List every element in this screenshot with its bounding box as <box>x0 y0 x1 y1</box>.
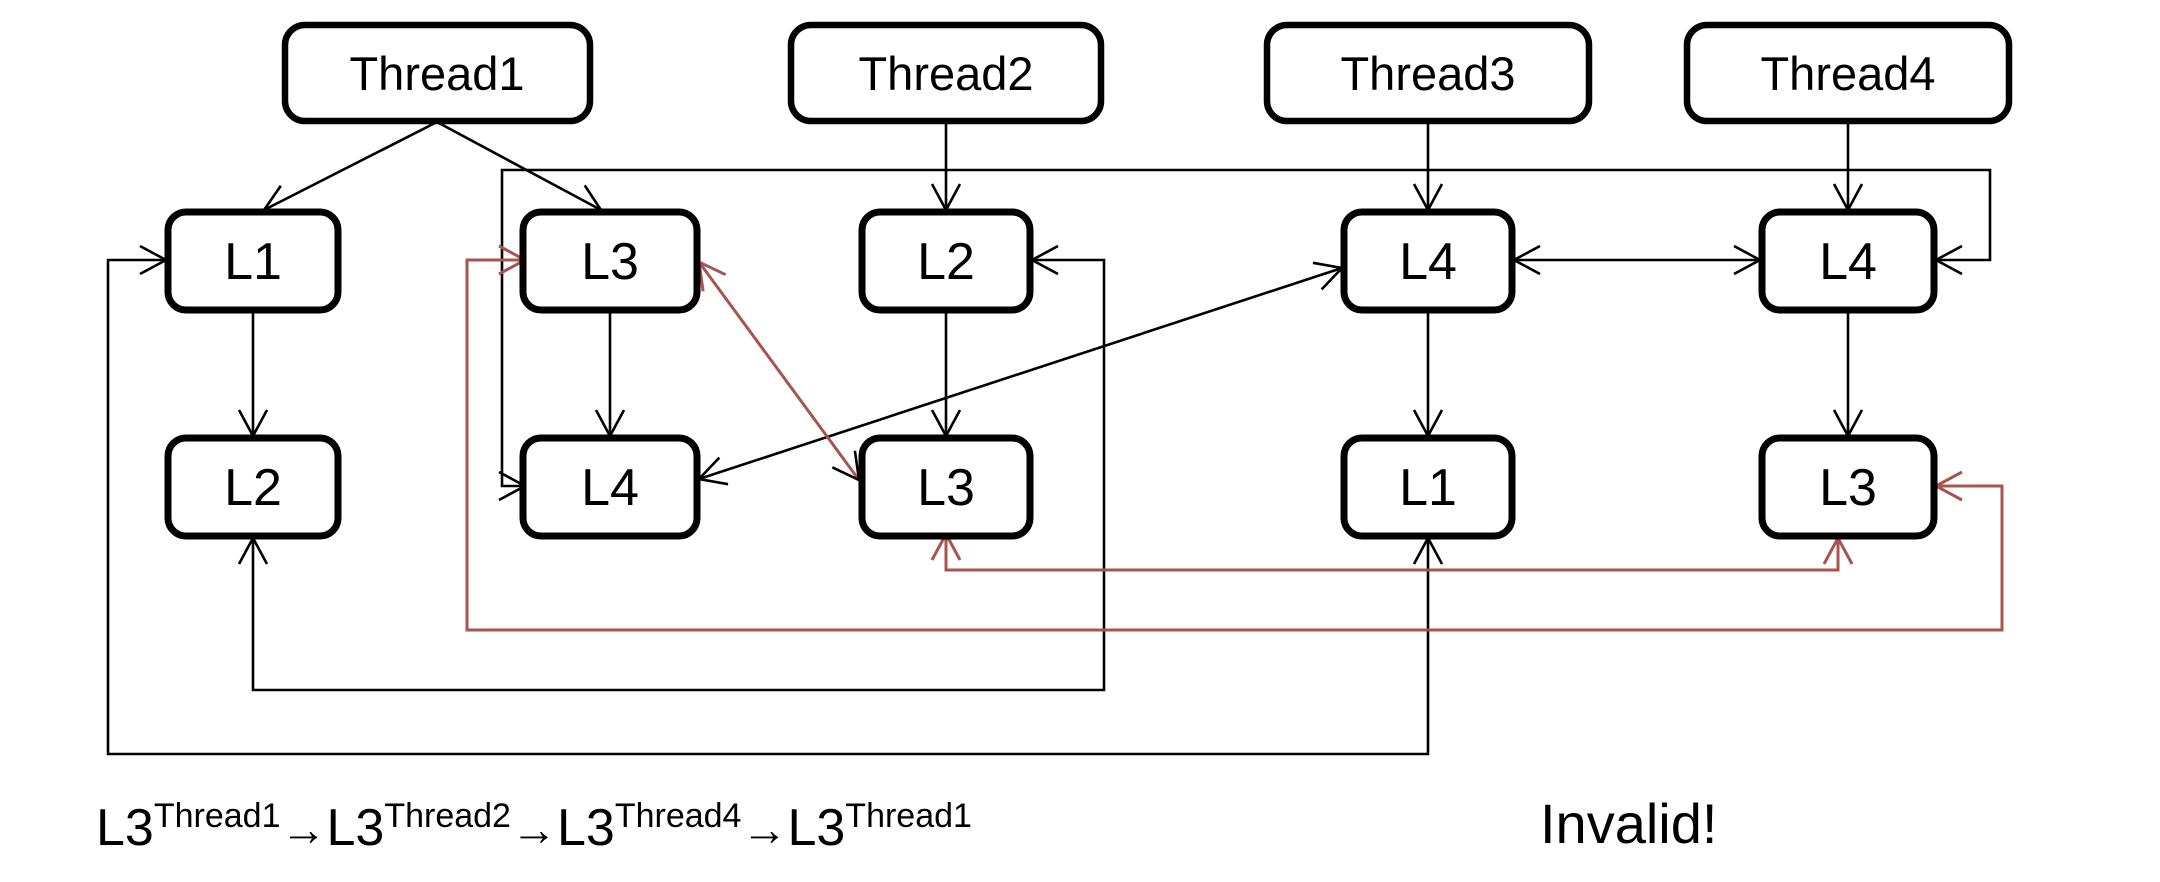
node-thread4: Thread4 <box>1683 21 2013 125</box>
node-l2-thread2: L2 <box>858 208 1034 314</box>
node-thread1: Thread1 <box>281 21 594 125</box>
node-l1-thread3: L1 <box>1340 434 1516 540</box>
cycle-edge-l3thread4-l3thread1 <box>465 244 2004 632</box>
cycle-edge-l3thread2-l3thread4 <box>930 530 1854 572</box>
node-l1-thread1: L1 <box>164 208 342 314</box>
edge-thread1-to-l3 <box>436 120 604 212</box>
svg-text:L4: L4 <box>581 459 639 517</box>
svg-text:Thread2: Thread2 <box>858 47 1033 100</box>
cycle-caption: L3Thread1→L3Thread2→L3Thread4→L3Thread1 <box>96 797 972 857</box>
node-l4-thread1: L4 <box>519 434 701 540</box>
svg-text:L2: L2 <box>224 459 282 517</box>
verdict-label: Invalid! <box>1540 792 1717 855</box>
node-thread2: Thread2 <box>787 21 1105 125</box>
svg-text:L4: L4 <box>1819 233 1877 291</box>
svg-text:Thread1: Thread1 <box>349 47 524 100</box>
node-l3-thread2: L3 <box>858 434 1034 540</box>
edge-l1thread1-l1thread3-bidirectional <box>106 244 1444 756</box>
node-l4-thread4: L4 <box>1758 208 1938 314</box>
node-l4-thread3: L4 <box>1340 208 1516 314</box>
edge-thread1-to-l1 <box>261 120 438 212</box>
node-l3-thread1: L3 <box>519 208 701 314</box>
svg-text:L3: L3 <box>917 459 975 517</box>
svg-text:L3: L3 <box>1819 459 1877 517</box>
svg-text:L1: L1 <box>224 233 282 291</box>
svg-text:L2: L2 <box>917 233 975 291</box>
node-thread3: Thread3 <box>1263 21 1593 125</box>
cycle-edges-red <box>465 244 2004 632</box>
node-l2-thread1: L2 <box>164 434 342 540</box>
lock-nodes-lower-row: L2 L4 L3 L1 L3 <box>164 434 1938 540</box>
svg-text:L4: L4 <box>1399 233 1457 291</box>
node-l3-thread4: L3 <box>1758 434 1938 540</box>
svg-text:Thread4: Thread4 <box>1760 47 1935 100</box>
black-edges <box>106 120 1992 756</box>
svg-text:L1: L1 <box>1399 459 1457 517</box>
svg-text:L3: L3 <box>581 233 639 291</box>
thread-nodes: Thread1 Thread2 Thread3 Thread4 <box>281 21 2013 125</box>
svg-text:Thread3: Thread3 <box>1340 47 1515 100</box>
cycle-edge-l3thread1-l3thread2-diagonal <box>697 259 861 483</box>
lock-nodes-upper-row: L1 L3 L2 L4 L4 <box>164 208 1938 314</box>
